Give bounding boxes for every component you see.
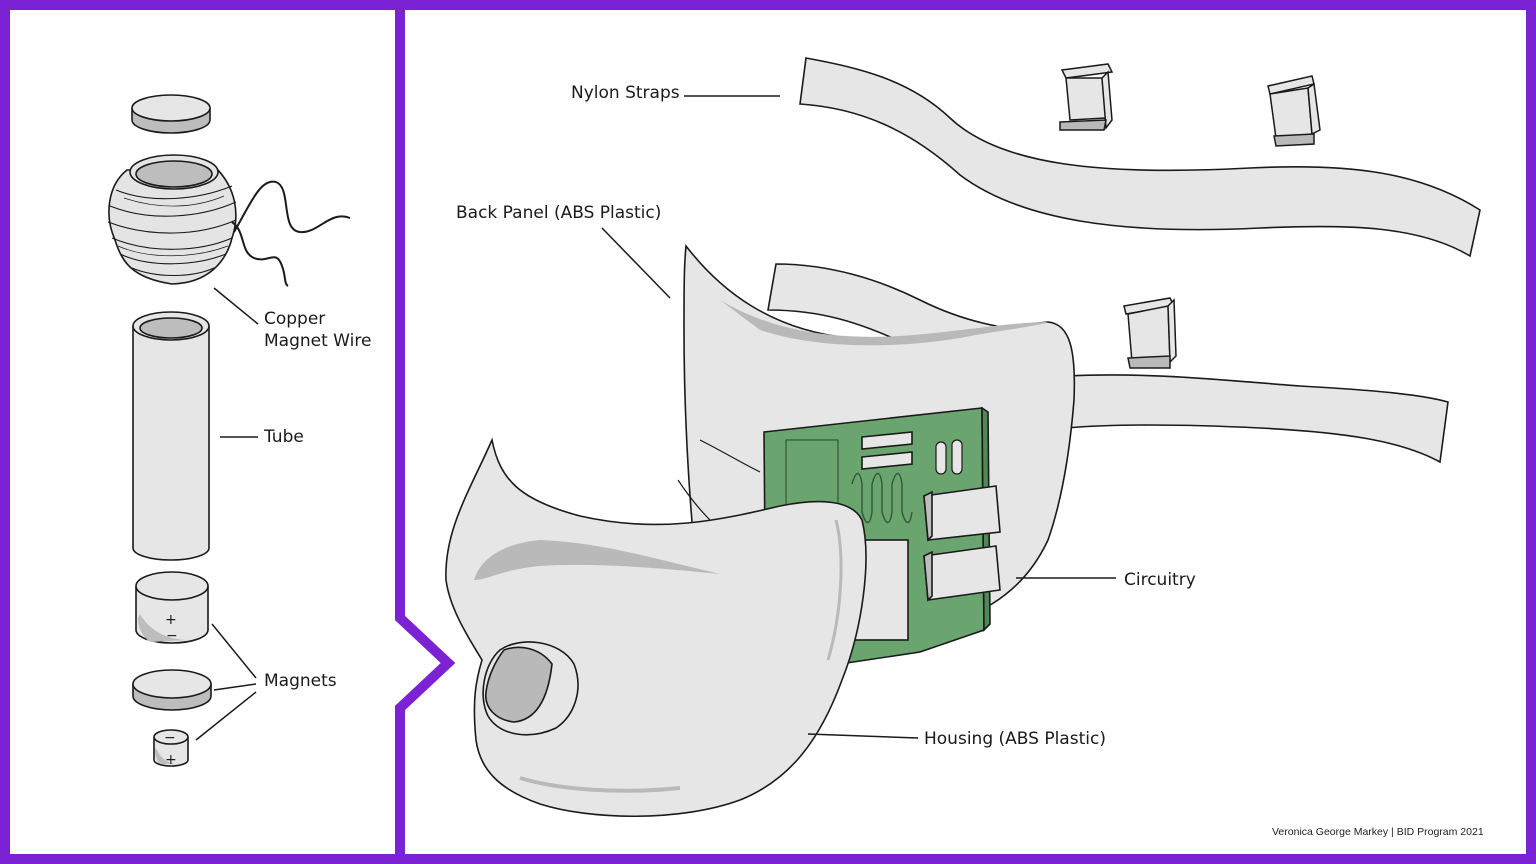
strap-clip-2	[1267, 75, 1321, 147]
label-magnet-wire: Magnet Wire	[264, 331, 372, 351]
label-tube: Tube	[264, 427, 304, 447]
magnet-plus-symbol: +	[165, 612, 177, 628]
nylon-strap-top	[799, 57, 1481, 258]
strap-clip-3	[1123, 297, 1177, 369]
top-magnet-disc	[131, 94, 211, 134]
right-leader-lines	[601, 95, 1116, 739]
small-magnet	[153, 729, 189, 767]
label-back-panel: Back Panel (ABS Plastic)	[456, 203, 662, 223]
left-leader-lines	[195, 287, 259, 741]
small-magnet-minus-symbol: −	[164, 730, 176, 746]
label-circuitry: Circuitry	[1124, 570, 1196, 590]
label-copper: Copper	[264, 309, 326, 329]
label-nylon-straps: Nylon Straps	[571, 83, 680, 103]
cylinder-magnet	[135, 571, 209, 644]
disc-magnet	[132, 669, 212, 711]
housing	[445, 437, 867, 818]
label-housing: Housing (ABS Plastic)	[924, 729, 1106, 749]
copper-coil	[107, 154, 351, 287]
tube	[132, 311, 210, 561]
magnet-minus-symbol: −	[166, 628, 178, 644]
credit-line: Veronica George Markey | BID Program 202…	[1272, 826, 1484, 838]
small-magnet-plus-symbol: +	[165, 752, 177, 768]
strap-clip-1	[1059, 63, 1114, 131]
label-magnets: Magnets	[264, 671, 337, 691]
